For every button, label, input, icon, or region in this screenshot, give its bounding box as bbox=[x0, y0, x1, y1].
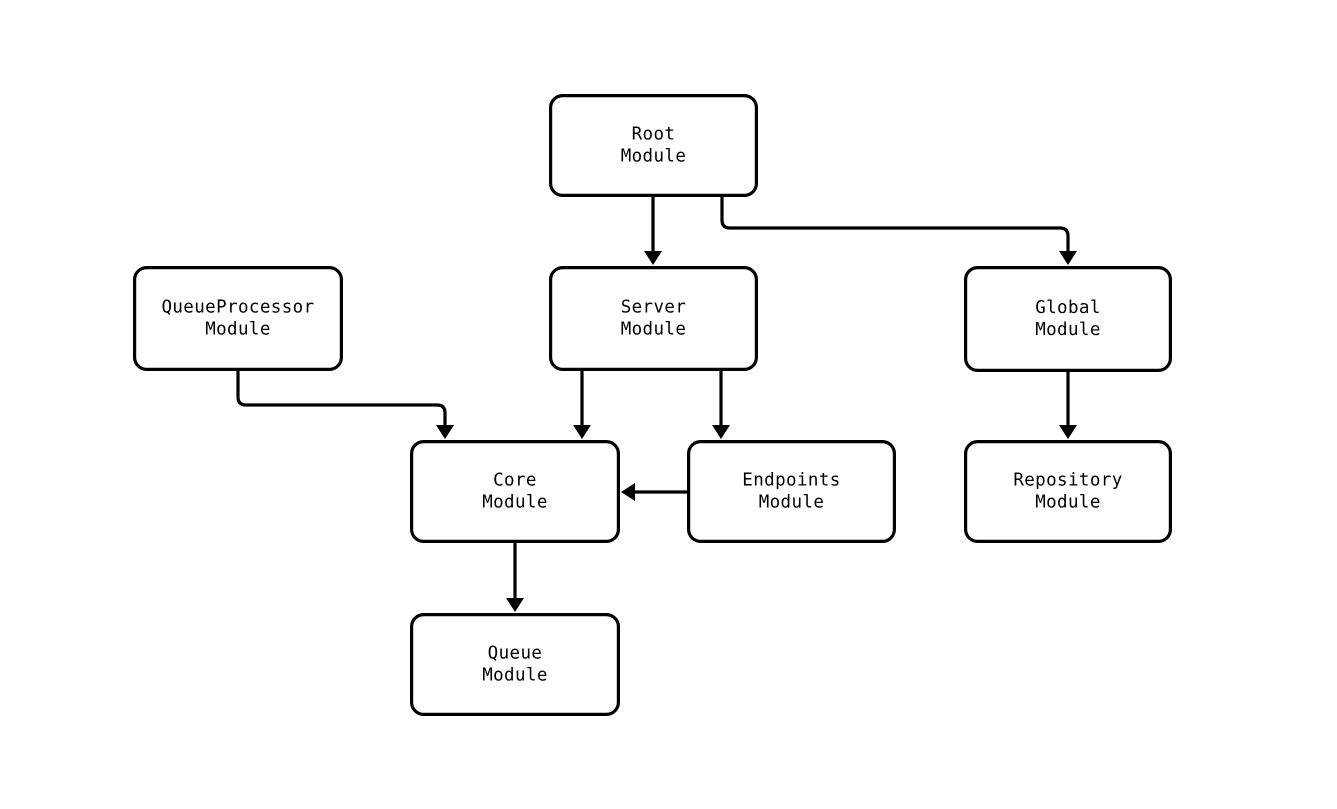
endpoints-module-label-line1: Endpoints bbox=[742, 471, 840, 491]
edge-queueprocessor-to-core-arrowhead-icon bbox=[436, 425, 454, 439]
queueprocessor-module-label-line1: QueueProcessor bbox=[161, 298, 314, 318]
edge-endpoints-to-core bbox=[621, 483, 687, 501]
root-module-box[interactable] bbox=[548, 93, 758, 198]
edge-root-to-global bbox=[720, 197, 1077, 265]
queue-module-label-line1: Queue bbox=[488, 644, 543, 664]
edge-root-to-global-arrowhead-icon bbox=[1059, 251, 1077, 265]
server-module-label-line2: Module bbox=[621, 320, 687, 340]
edge-root-to-server bbox=[644, 197, 662, 265]
edges-layer bbox=[236, 197, 1077, 612]
global-module-label-line1: Global bbox=[1035, 298, 1101, 318]
root-module-label-line2: Module bbox=[621, 147, 687, 167]
edge-core-to-queue bbox=[506, 543, 524, 612]
repository-module-label-line2: Module bbox=[1035, 493, 1101, 513]
edge-core-to-queue-arrowhead-icon bbox=[506, 598, 524, 612]
endpoints-module-box[interactable] bbox=[686, 440, 896, 544]
edge-endpoints-to-core-arrowhead-icon bbox=[621, 483, 635, 501]
edge-queueprocessor-to-core-line bbox=[236, 371, 447, 426]
edge-server-to-core-arrowhead-icon bbox=[573, 425, 591, 439]
repository-module-label-line1: Repository bbox=[1013, 471, 1122, 491]
edge-root-to-global-line bbox=[720, 197, 1070, 252]
nodes-layer: RootModuleQueueProcessorModuleServerModu… bbox=[133, 93, 1172, 716]
core-module-box[interactable] bbox=[410, 440, 621, 544]
edge-server-to-core bbox=[573, 371, 591, 439]
queue-module-label-line2: Module bbox=[482, 666, 548, 686]
global-module-label-line2: Module bbox=[1035, 320, 1101, 340]
edge-global-to-repository bbox=[1059, 372, 1077, 439]
edge-queueprocessor-to-core bbox=[236, 371, 454, 439]
queueprocessor-module-label-line2: Module bbox=[205, 320, 271, 340]
endpoints-module-label-line2: Module bbox=[759, 493, 825, 513]
core-module-label-line2: Module bbox=[482, 493, 548, 513]
global-module-box[interactable] bbox=[963, 266, 1172, 373]
root-module-label-line1: Root bbox=[632, 125, 676, 145]
queue-module-box[interactable] bbox=[410, 612, 621, 716]
repository-module-box[interactable] bbox=[963, 440, 1172, 544]
server-module-box[interactable] bbox=[548, 266, 758, 372]
edge-root-to-server-arrowhead-icon bbox=[644, 251, 662, 265]
queueprocessor-module-box[interactable] bbox=[133, 266, 344, 372]
core-module-label-line1: Core bbox=[493, 471, 537, 491]
edge-global-to-repository-arrowhead-icon bbox=[1059, 425, 1077, 439]
edge-server-to-endpoints bbox=[712, 371, 730, 439]
server-module-label-line1: Server bbox=[621, 298, 687, 318]
edge-server-to-endpoints-arrowhead-icon bbox=[712, 425, 730, 439]
